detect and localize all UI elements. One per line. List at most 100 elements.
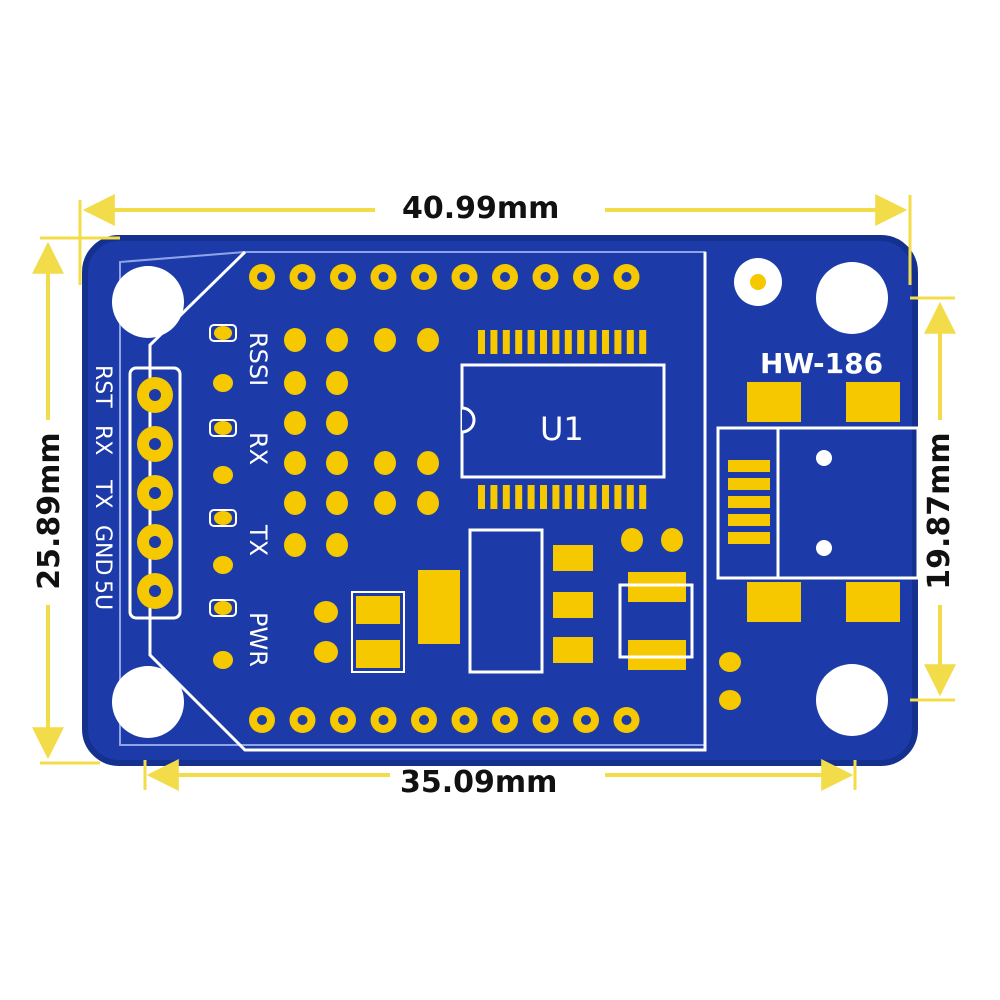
header-pin-hole <box>149 487 161 499</box>
led-label-tx: TX <box>244 524 272 556</box>
led-indicators: RSSI RX TX PWR <box>209 324 272 669</box>
usb-contact <box>728 496 770 508</box>
pad <box>326 328 348 352</box>
bottom-pin-hole <box>378 715 389 725</box>
header-pin-hole <box>149 438 161 450</box>
usb-connector <box>716 382 920 622</box>
mounting-holes <box>112 258 888 738</box>
chip-pin <box>540 485 547 509</box>
regulator-outline <box>468 528 544 674</box>
chip-pin <box>515 330 523 354</box>
top-pin-hole <box>459 272 470 282</box>
pad <box>374 451 396 475</box>
top-pin-hole <box>621 272 632 282</box>
pad <box>417 491 439 515</box>
chip-pin <box>552 485 560 509</box>
chip-u1-label: U1 <box>540 410 584 448</box>
pcb-edge-shade <box>82 235 918 766</box>
chip-pin <box>478 330 485 354</box>
chip-u1: U1 <box>460 330 666 509</box>
led-label-pwr: PWR <box>244 612 272 667</box>
mounting-ring-top-pad <box>750 274 766 290</box>
pad <box>326 371 348 395</box>
pad <box>284 451 306 475</box>
chip-pin <box>552 330 560 354</box>
chip-pin <box>614 330 622 354</box>
mounting-hole-top-left <box>112 266 184 338</box>
usb-pad-top-left <box>747 382 801 422</box>
led-rssi <box>209 324 237 392</box>
mounting-hole-top-right <box>816 262 888 334</box>
chip-pin <box>490 330 498 354</box>
chip-pin <box>577 330 585 354</box>
pad <box>326 411 348 435</box>
chip-pin <box>527 330 535 354</box>
bottom-pin-hole <box>500 715 510 725</box>
chip-pin <box>515 485 523 509</box>
header-labels: RST RX TX GND 5U <box>90 365 115 610</box>
module-footprint-outline <box>119 251 706 746</box>
dimension-height-left: 25.89mm <box>32 432 67 590</box>
header-label-tx: TX <box>90 479 115 509</box>
capacitor-pad-top <box>356 596 400 624</box>
pad <box>417 328 439 352</box>
header-connector <box>128 366 182 620</box>
pad-grid <box>284 328 439 557</box>
pad <box>326 533 348 557</box>
chip-pin <box>589 485 597 509</box>
bottom-pin-hole <box>540 715 551 725</box>
usb-contact <box>728 460 770 472</box>
top-pin-hole <box>297 272 308 282</box>
usb-contact <box>728 478 770 490</box>
header-label-5u: 5U <box>90 580 115 610</box>
chip-pin <box>490 485 498 509</box>
chip-pin <box>639 485 647 509</box>
dimension-lines <box>32 194 956 791</box>
led-label-rssi: RSSI <box>244 332 272 386</box>
dimension-width-top: 40.99mm <box>402 191 560 226</box>
chip-pin <box>602 330 609 354</box>
led-pwr <box>209 599 237 669</box>
bottom-pin-hole <box>581 715 591 725</box>
pad <box>326 491 348 515</box>
usb-pad-top-right <box>846 382 900 422</box>
bottom-pin-hole <box>459 715 470 725</box>
chip-pin <box>626 485 634 509</box>
pad <box>284 411 306 435</box>
chip-pin <box>502 485 510 509</box>
pad <box>284 371 306 395</box>
bottom-pin-hole <box>297 715 308 725</box>
bottom-pin-hole <box>621 715 632 725</box>
model-label: HW-186 <box>760 347 883 380</box>
bottom-pin-hole <box>419 715 429 725</box>
chip-pin <box>577 485 585 509</box>
usb-outline <box>716 426 920 580</box>
pad <box>284 491 306 515</box>
pad <box>417 451 439 475</box>
top-pin-hole <box>257 272 267 282</box>
diode-pad-top <box>628 572 686 602</box>
usb-pad-bottom-left <box>747 582 801 622</box>
bottom-pin-row <box>249 707 640 733</box>
chip-pin <box>589 330 597 354</box>
pad <box>326 451 348 475</box>
usb-contact <box>728 514 770 526</box>
top-pin-hole <box>419 272 429 282</box>
chip-pin <box>626 330 634 354</box>
chip-pin <box>527 485 535 509</box>
led-rx <box>209 419 237 484</box>
top-pin-row <box>249 264 640 290</box>
led-tx <box>209 509 237 574</box>
inductor-pad <box>418 570 460 644</box>
header-outline <box>128 366 182 620</box>
top-pin-hole <box>540 272 551 282</box>
pad <box>374 491 396 515</box>
mounting-hole-bottom-left <box>112 666 184 738</box>
header-pin-hole <box>149 585 161 597</box>
chip-pin <box>478 485 485 509</box>
bottom-pin-hole <box>338 715 348 725</box>
dimension-height-right: 19.87mm <box>922 432 957 590</box>
lower-components <box>314 528 741 710</box>
mounting-hole-bottom-right <box>816 664 888 736</box>
